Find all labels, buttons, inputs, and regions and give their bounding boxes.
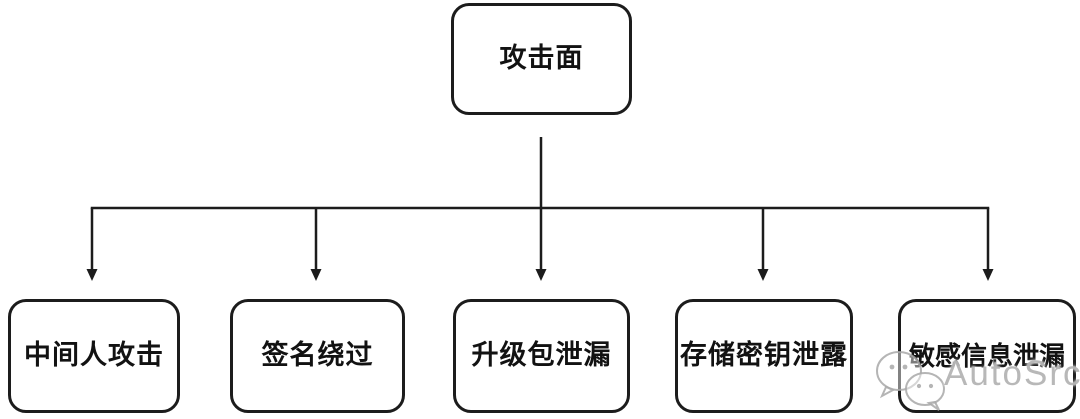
node-signature-bypass-label: 签名绕过 xyxy=(261,340,374,371)
node-attack-surface: 攻击面 xyxy=(451,3,632,115)
node-upgrade-package-leak: 升级包泄漏 xyxy=(453,299,630,413)
node-attack-surface-label: 攻击面 xyxy=(499,43,584,74)
node-stored-key-leak: 存储密钥泄露 xyxy=(675,299,853,413)
node-stored-key-leak-label: 存储密钥泄露 xyxy=(680,340,848,371)
node-mitm-attack: 中间人攻击 xyxy=(8,299,180,413)
node-sensitive-info-leak: 敏感信息泄漏 xyxy=(898,299,1076,413)
node-sensitive-info-leak-label: 敏感信息泄漏 xyxy=(908,340,1065,371)
node-upgrade-package-leak-label: 升级包泄漏 xyxy=(471,340,612,371)
arrowhead-icons xyxy=(86,269,994,281)
node-mitm-attack-label: 中间人攻击 xyxy=(24,340,164,371)
node-signature-bypass: 签名绕过 xyxy=(230,299,405,413)
